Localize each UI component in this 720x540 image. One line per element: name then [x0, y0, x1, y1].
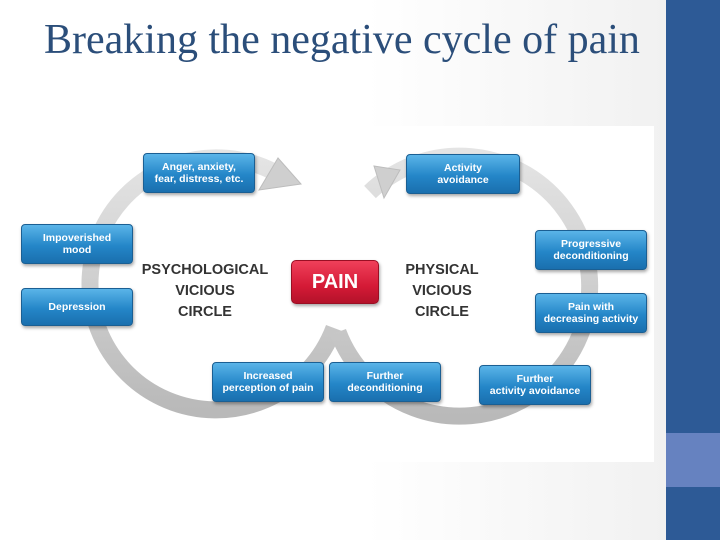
anger-anxiety-box: Anger, anxiety, fear, distress, etc.: [143, 153, 255, 193]
depression-box: Depression: [21, 288, 133, 326]
further-deconditioning-box: Further deconditioning: [329, 362, 441, 402]
pain-with-decreasing-activity-box: Pain with decreasing activity: [535, 293, 647, 333]
psychological-circle-label: PSYCHOLOGICAL VICIOUS CIRCLE: [141, 262, 269, 320]
left-arrowhead: [258, 157, 302, 191]
physical-circle-label: PHYSICAL VICIOUS CIRCLE: [405, 262, 479, 320]
progressive-deconditioning-box: Progressive deconditioning: [535, 230, 647, 270]
impoverished-mood-box: Impoverished mood: [21, 224, 133, 264]
activity-avoidance-box: Activity avoidance: [406, 154, 520, 194]
right-arrowhead: [373, 165, 401, 200]
pain-cycle-diagram: Anger, anxiety, fear, distress, etc. Imp…: [16, 126, 654, 462]
further-activity-avoidance-box: Further activity avoidance: [479, 365, 591, 405]
pain-center-box: PAIN: [291, 260, 379, 304]
slide-title: Breaking the negative cycle of pain: [44, 17, 640, 63]
sidebar-accent-block: [666, 433, 720, 487]
increased-perception-box: Increased perception of pain: [212, 362, 324, 402]
